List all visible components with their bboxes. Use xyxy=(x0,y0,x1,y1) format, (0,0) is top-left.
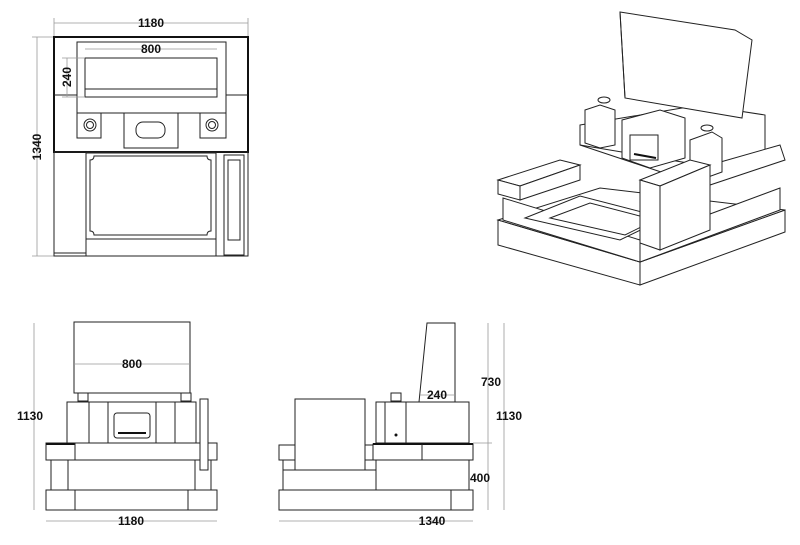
isometric-view xyxy=(496,11,786,286)
top-view: 1180 1340 800 240 xyxy=(30,16,249,257)
top-stele-width-label: 800 xyxy=(141,42,161,56)
side-stele-height-label: 730 xyxy=(481,375,501,389)
side-view: 240 730 1130 400 1340 xyxy=(278,322,522,528)
side-depth-label: 1340 xyxy=(419,514,446,528)
top-stele-depth-label: 240 xyxy=(60,67,74,87)
side-stele-depth-label: 240 xyxy=(427,388,447,402)
side-height-label: 1130 xyxy=(496,409,522,423)
front-view: 800 1130 1180 xyxy=(17,321,218,528)
front-stele-width-label: 800 xyxy=(122,357,142,371)
side-base-height-label: 400 xyxy=(470,471,490,485)
front-width-label: 1180 xyxy=(118,514,144,528)
front-height-label: 1130 xyxy=(17,409,43,423)
top-depth-label: 1340 xyxy=(30,133,44,160)
top-width-label: 1180 xyxy=(138,16,164,30)
